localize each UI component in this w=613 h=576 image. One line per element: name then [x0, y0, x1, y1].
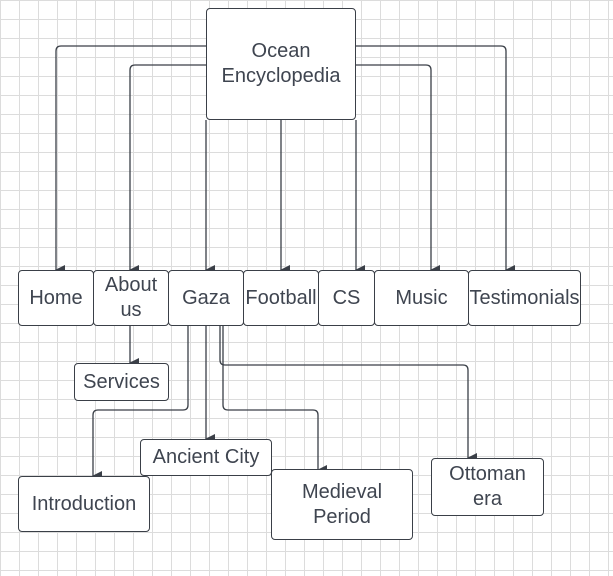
node-label: Gaza — [182, 286, 230, 309]
node-label: Football — [245, 286, 317, 309]
node-football[interactable]: Football — [243, 270, 319, 326]
node-label: CS — [332, 286, 361, 309]
node-label: Services — [83, 370, 160, 393]
node-ancient-city[interactable]: Ancient City — [140, 439, 272, 476]
node-label: Introduction — [31, 492, 137, 515]
node-label: Testimonials — [469, 286, 580, 309]
node-label: Ocean Encyclopedia — [221, 40, 341, 87]
node-music[interactable]: Music — [374, 270, 469, 326]
node-ottoman-era[interactable]: Ottoman era — [431, 458, 544, 516]
node-label: Ancient City — [152, 446, 260, 468]
connector-root-testimonials — [356, 45, 515, 275]
node-home[interactable]: Home — [18, 270, 94, 326]
node-label: Medieval Period — [301, 480, 383, 528]
node-medieval-period[interactable]: Medieval Period — [271, 469, 413, 540]
connector-root-music — [356, 64, 440, 275]
node-about-us[interactable]: About us — [93, 270, 169, 326]
node-cs[interactable]: CS — [318, 270, 375, 326]
node-label: Music — [395, 286, 448, 309]
node-testimonials[interactable]: Testimonials — [468, 270, 581, 326]
node-label: About us — [104, 274, 158, 321]
node-ocean-encyclopedia[interactable]: Ocean Encyclopedia — [206, 8, 356, 120]
node-label: Ottoman era — [449, 463, 526, 510]
connector-root-about — [129, 64, 206, 275]
node-gaza[interactable]: Gaza — [168, 270, 244, 326]
node-label: Home — [29, 286, 83, 309]
node-introduction[interactable]: Introduction — [18, 476, 150, 532]
node-services[interactable]: Services — [74, 363, 169, 401]
connector-root-home — [55, 45, 206, 275]
